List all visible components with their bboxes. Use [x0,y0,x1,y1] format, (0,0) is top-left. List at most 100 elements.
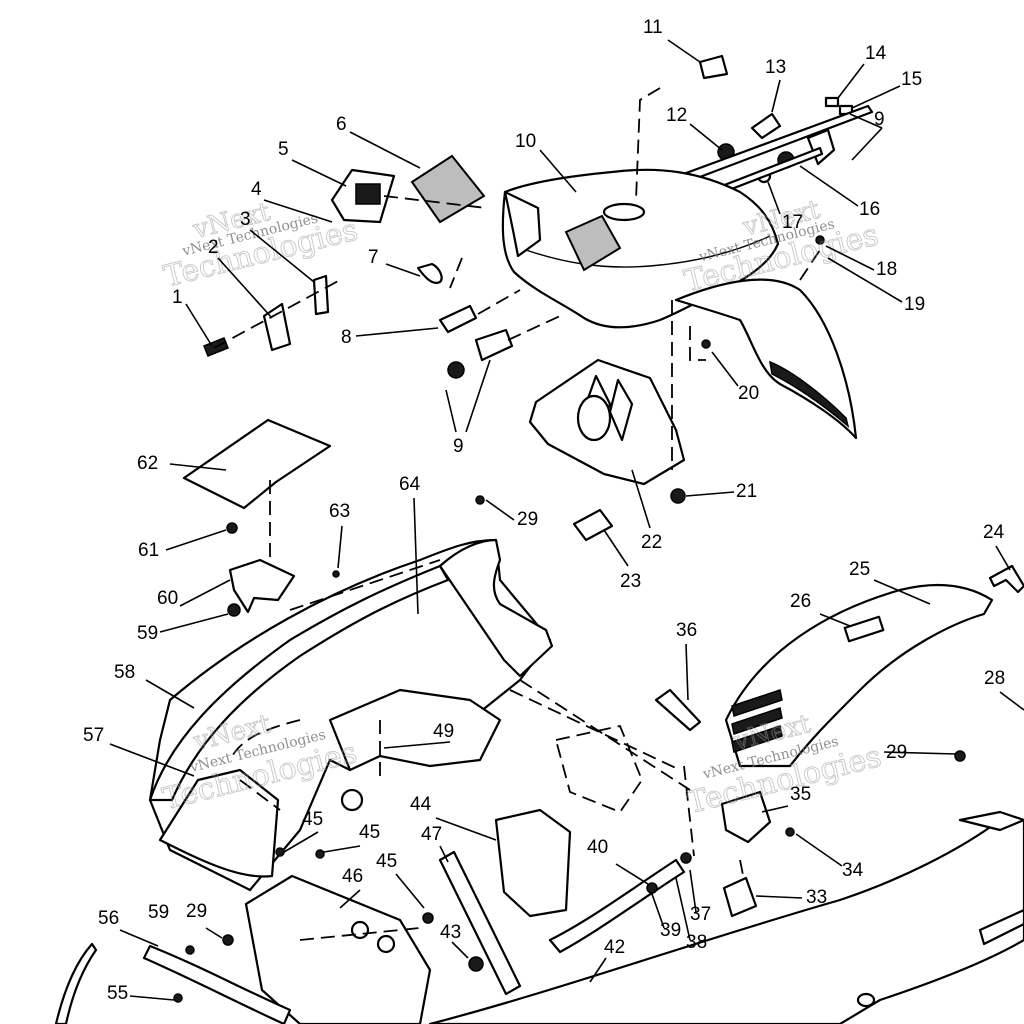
part-fastener-45a [275,847,285,857]
part-fin-19 [674,278,858,440]
leader-line [383,741,451,749]
callout-3: 3 [240,209,251,230]
part-spring-9 [447,361,465,379]
part-fairing-25 [724,584,994,768]
part-panel-57 [158,768,280,878]
leader-line [837,63,865,99]
part-vent-2 [731,707,783,735]
callout-42: 42 [604,937,625,958]
parts-drawing [54,54,1024,1024]
leader-line [771,79,781,113]
leader-line [849,113,883,129]
leader-line [631,469,651,529]
leader-line [755,895,803,899]
part-nut-37 [680,852,692,864]
callout-49: 49 [433,721,454,742]
part-24 [988,564,1024,594]
callout-9-top: 9 [874,109,885,130]
part-36 [654,688,702,732]
callout-21: 21 [736,481,757,502]
part-pad-14 [824,96,840,108]
part-hood-badge [602,202,646,222]
callout-28: 28 [984,668,1005,689]
part-fastener-20 [701,339,711,349]
leader-line [355,327,439,337]
callout-8: 8 [341,327,352,348]
callout-43: 43 [440,922,461,943]
part-bracket-23 [572,508,614,542]
part-bracket-13 [750,112,782,140]
leader-line [169,463,227,471]
callout-35: 35 [790,784,811,805]
callout-44: 44 [410,794,432,815]
part-fastener-34 [785,827,795,837]
part-fastener-45c [422,912,434,924]
callout-40: 40 [587,837,608,858]
part-plate-44 [494,808,572,918]
callout-23: 23 [620,571,641,592]
part-vent [731,689,783,717]
leader-line [819,613,851,627]
part-lens-5-inner [355,183,381,205]
part-fin-19-stripe [769,360,850,429]
callout-11: 11 [643,17,663,38]
callout-55: 55 [107,983,128,1004]
part-fastener-29c [222,934,234,946]
leader-line [689,869,697,913]
callout-61: 61 [138,540,159,561]
leader-line [767,181,781,215]
leader-line [651,893,665,929]
callout-45-mid: 45 [359,822,380,843]
callout-17: 17 [782,212,803,233]
leader-line [435,817,497,841]
leader-line [761,805,789,813]
part-fastener-18 [815,235,825,245]
leader-line [337,525,343,569]
leader-line [217,257,273,319]
callout-16: 16 [859,199,880,220]
part-console-fin2 [608,378,634,442]
leader-line [323,845,361,853]
leader-line [485,499,515,521]
leader-line [689,123,723,151]
leader-line [165,529,227,551]
leader-line [349,131,421,169]
leader-line [873,579,931,605]
callout-12: 12 [666,105,687,126]
leader-line [413,497,419,615]
callout-33: 33 [806,887,827,908]
part-switch-8 [438,304,478,334]
part-bracket-35 [720,790,772,844]
part-rail-56 [142,944,292,1024]
part-bracket-3 [312,274,330,316]
part-grommet [856,992,876,1008]
callout-26: 26 [790,591,811,612]
leader-line [179,579,231,607]
callout-18: 18 [876,259,897,280]
leader-line [451,941,469,959]
leader-line [883,751,957,755]
callout-37: 37 [690,904,711,925]
part-hood-side [503,190,542,258]
callout-24: 24 [983,522,1005,543]
part-rail-28-end [978,908,1024,946]
part-rail-28-top [958,810,1024,832]
callout-25: 25 [849,559,870,580]
part-panel-46 [244,874,432,1024]
leader-line [129,995,175,1001]
leader-line [339,889,361,909]
callout-29-top: 29 [517,509,538,530]
part-nut-61 [226,522,238,534]
part-mat-62 [182,418,332,510]
callout-59-left: 59 [137,623,158,644]
leader-line [185,303,213,347]
leader-line [795,833,843,867]
leader-line [995,545,1011,571]
part-fastener-29a [475,495,485,505]
part-hole [340,788,364,812]
part-grommet-21 [670,488,686,504]
callout-62: 62 [137,453,158,474]
leader-line [603,529,629,567]
leader-line [685,643,689,701]
